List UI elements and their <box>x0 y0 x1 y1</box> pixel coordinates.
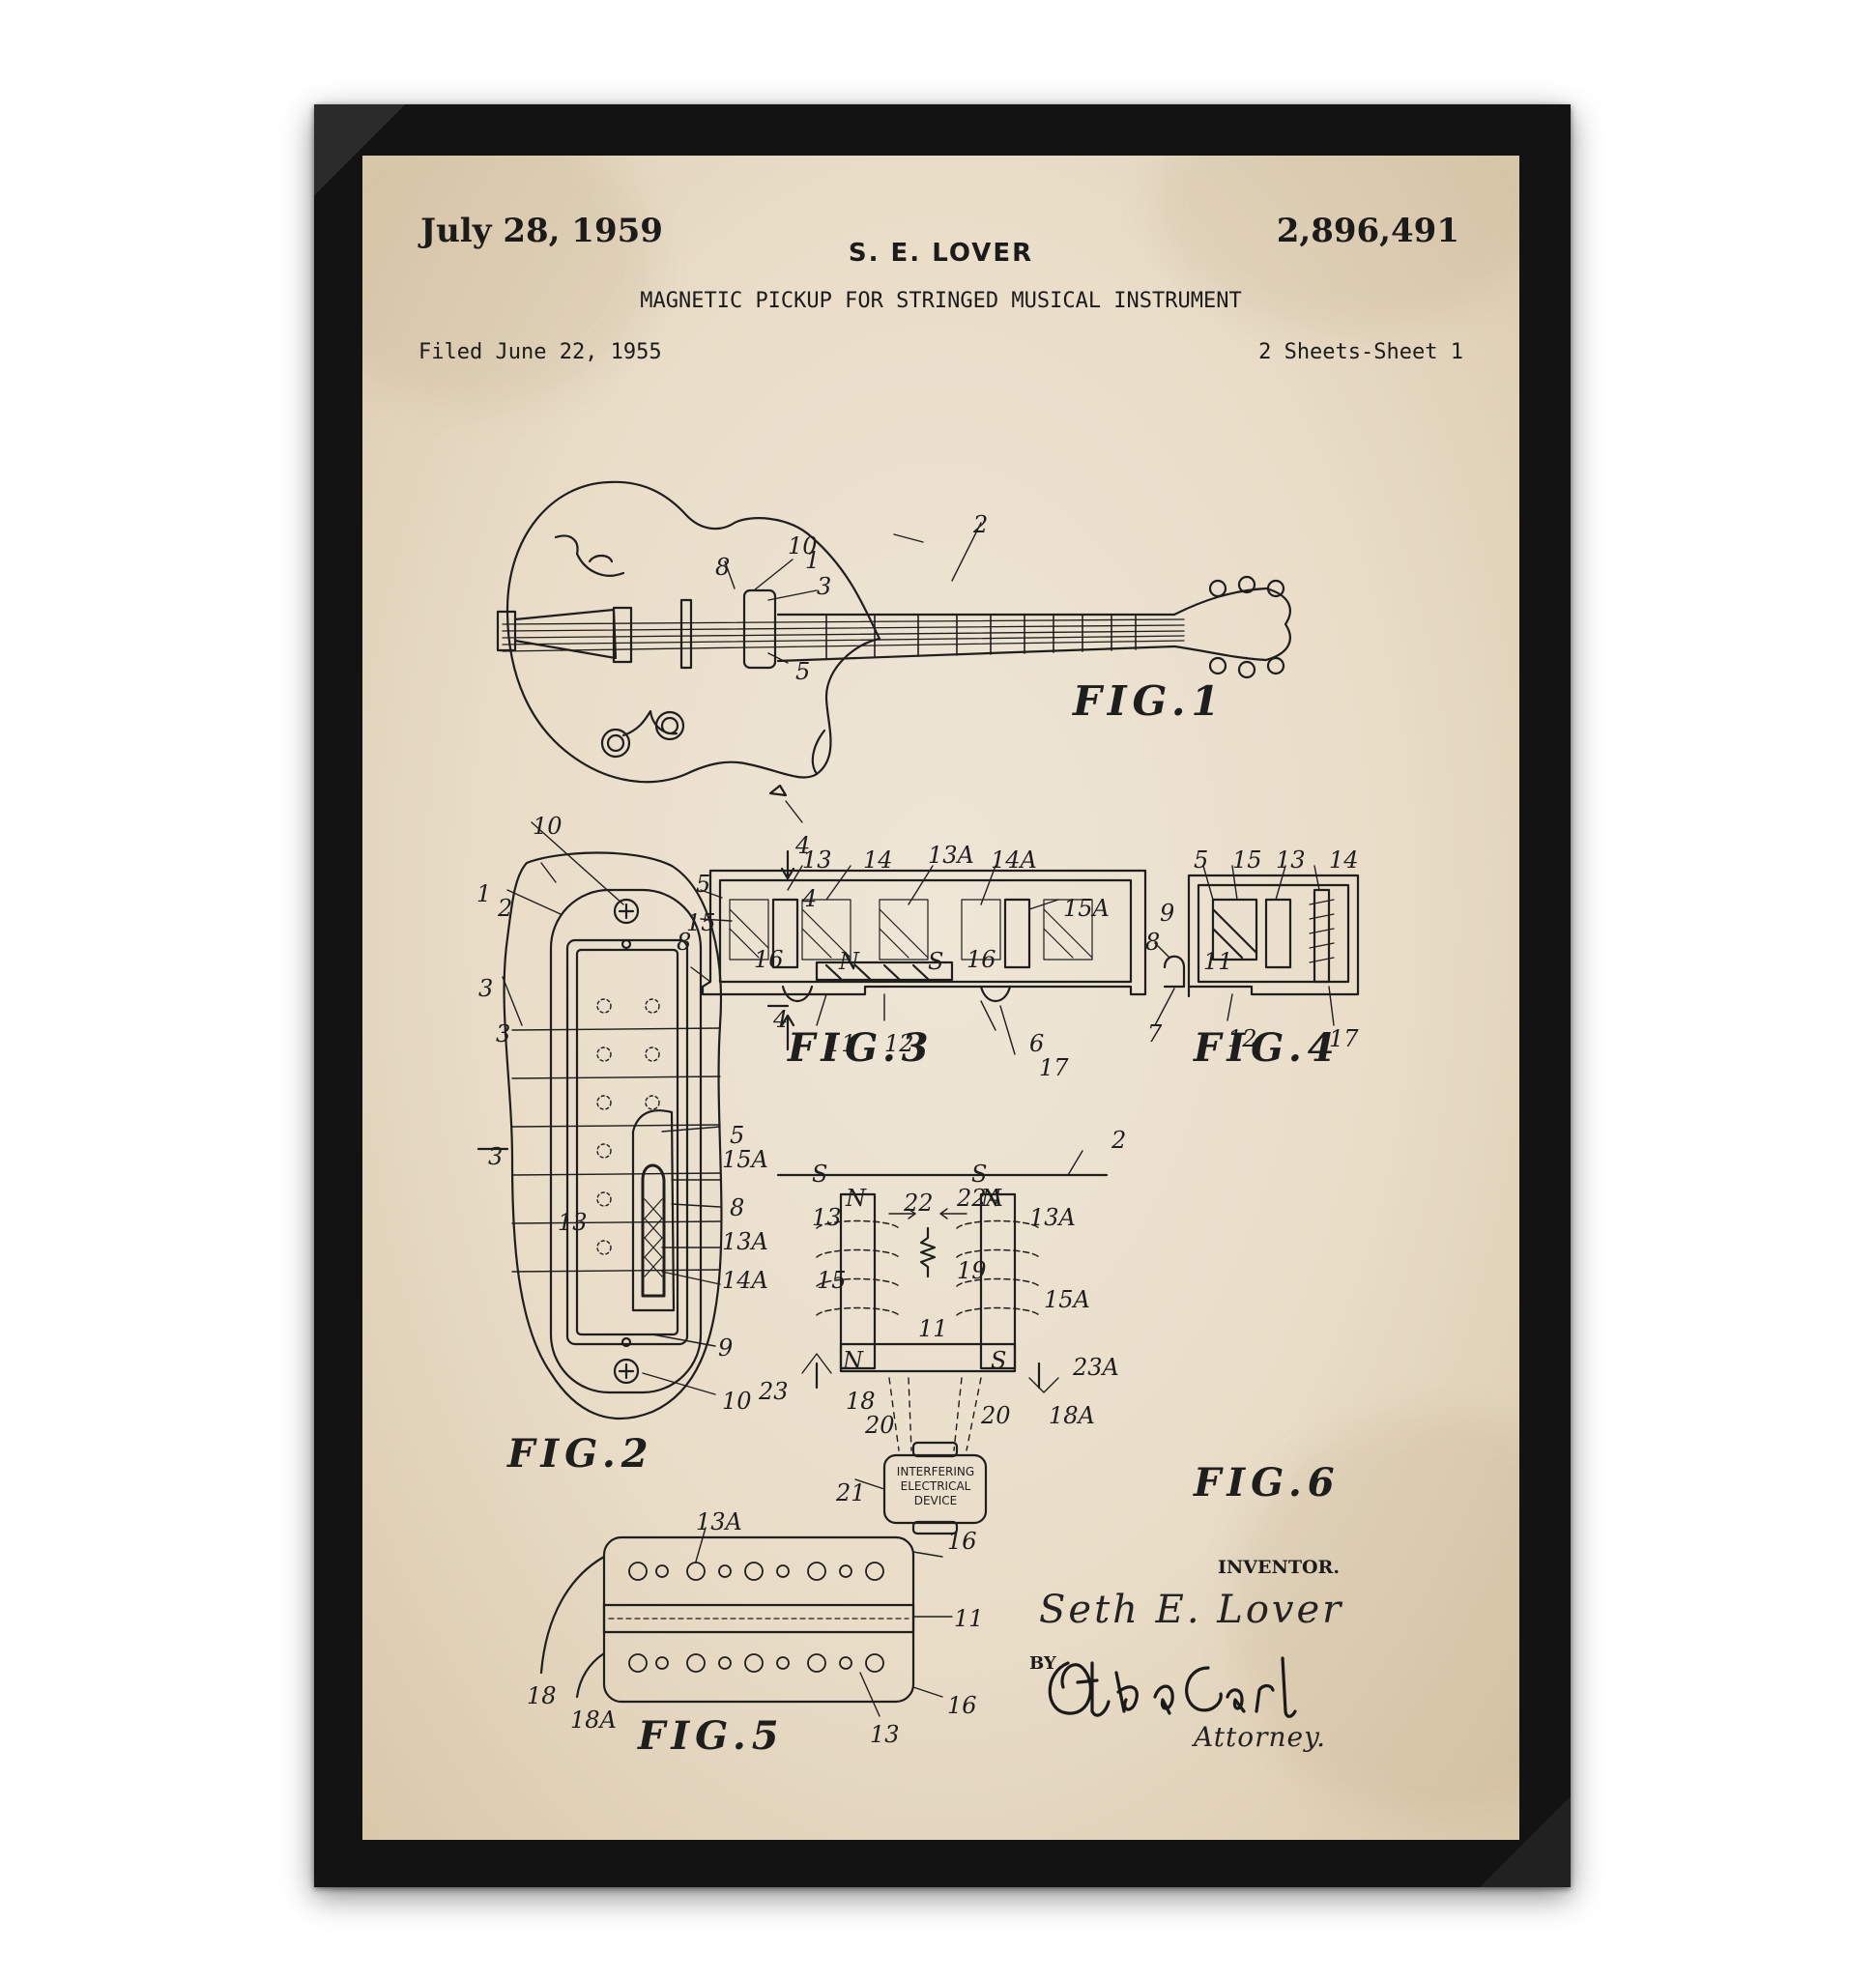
reference-numeral: 8 <box>715 554 730 581</box>
reference-numeral: 23A <box>1073 1354 1119 1381</box>
fig6-caption: FIG.6 <box>1194 1460 1341 1506</box>
reference-numeral: 17 <box>1039 1054 1069 1081</box>
reference-numeral: S <box>971 1161 987 1188</box>
reference-numeral: 10 <box>533 813 563 840</box>
reference-numeral: 16 <box>967 946 996 973</box>
fig1-caption: FIG.1 <box>1073 677 1226 725</box>
reference-numeral: S <box>812 1161 827 1188</box>
reference-numeral: 15A <box>1044 1286 1090 1313</box>
reference-numeral: 11 <box>954 1605 984 1632</box>
reference-numeral: 8 <box>1145 929 1160 956</box>
reference-numeral: 10 <box>722 1388 752 1415</box>
reference-numeral: 5 <box>795 658 810 685</box>
reference-numeral: 16 <box>947 1692 977 1719</box>
reference-numeral: 12 <box>884 1030 914 1057</box>
reference-numeral: 21 <box>836 1479 866 1506</box>
reference-numeral: 13 <box>802 846 832 874</box>
device-label-line: DEVICE <box>887 1494 984 1508</box>
reference-numeral: 9 <box>1160 900 1174 927</box>
reference-numeral: 13 <box>558 1209 588 1236</box>
inventor-signature: Seth E. Lover <box>1039 1588 1343 1632</box>
reference-numeral: 3 <box>488 1143 503 1170</box>
reference-numeral: N <box>846 1185 866 1212</box>
reference-numeral: 3 <box>817 573 831 600</box>
reference-numeral: 5 <box>1194 846 1208 874</box>
attorney-signature <box>1039 1644 1329 1731</box>
fig1-guitar-drawing <box>498 482 1290 822</box>
reference-numeral: 18A <box>570 1707 617 1734</box>
reference-numeral: 2 <box>498 895 512 922</box>
reference-numeral: 5 <box>696 871 710 898</box>
reference-numeral: 15A <box>722 1146 768 1173</box>
fig2-caption: FIG.2 <box>507 1431 654 1477</box>
reference-numeral: 14 <box>863 846 893 874</box>
reference-numeral: 19 <box>957 1257 987 1284</box>
reference-numeral: 9 <box>718 1334 733 1362</box>
reference-numeral: 5 <box>730 1122 744 1149</box>
fig4-caption: FIG.4 <box>1194 1025 1341 1071</box>
reference-numeral: 16 <box>754 946 784 973</box>
reference-numeral: 13A <box>722 1228 768 1255</box>
inventor-label: INVENTOR. <box>1218 1557 1340 1578</box>
reference-numeral: 20 <box>865 1412 895 1439</box>
reference-numeral: 15 <box>686 909 716 936</box>
reference-numeral: 15 <box>817 1267 847 1294</box>
device-label-line: INTERFERING <box>887 1465 984 1479</box>
reference-numeral: 13A <box>696 1508 742 1535</box>
reference-numeral: 4 <box>802 885 817 912</box>
reference-numeral: 15 <box>1232 846 1262 874</box>
reference-numeral: 14A <box>991 846 1037 874</box>
reference-numeral: 2 <box>973 511 988 538</box>
reference-numeral: 11 <box>918 1315 948 1342</box>
reference-numeral: 7 <box>1147 1020 1162 1047</box>
reference-numeral: N <box>981 1185 1001 1212</box>
patent-sheet: July 28, 1959 S. E. LOVER 2,896,491 MAGN… <box>362 156 1519 1840</box>
fig5-pickup-drawing <box>541 1528 952 1716</box>
reference-numeral: 22 <box>904 1190 934 1217</box>
reference-numeral: S <box>991 1347 1006 1374</box>
reference-numeral: 14 <box>1329 846 1359 874</box>
reference-numeral: 23 <box>759 1378 789 1405</box>
reference-numeral: 13 <box>812 1204 842 1231</box>
reference-numeral: 11 <box>826 1030 856 1057</box>
fig5-caption: FIG.5 <box>638 1713 785 1759</box>
attorney-label: Attorney. <box>1194 1721 1326 1753</box>
reference-numeral: 6 <box>1029 1030 1044 1057</box>
device-label-line: ELECTRICAL <box>887 1479 984 1494</box>
reference-numeral: 14A <box>722 1267 768 1294</box>
reference-numeral: 20 <box>981 1402 1011 1429</box>
reference-numeral: 18 <box>527 1682 557 1709</box>
reference-numeral: 1 <box>476 880 491 907</box>
reference-numeral: 8 <box>730 1194 744 1221</box>
reference-numeral: 4 <box>773 1006 788 1033</box>
reference-numeral: 3 <box>478 975 493 1002</box>
reference-numeral: 13 <box>870 1721 900 1748</box>
reference-numeral: 10 <box>788 532 818 559</box>
patent-drawings <box>362 156 1519 1840</box>
reference-numeral: 2 <box>1111 1127 1126 1154</box>
reference-numeral: N <box>843 1347 863 1374</box>
reference-numeral: N <box>839 948 859 975</box>
reference-numeral: S <box>928 948 943 975</box>
reference-numeral: 15A <box>1063 895 1110 922</box>
reference-numeral: 18 <box>846 1388 876 1415</box>
reference-numeral: 12 <box>1227 1025 1257 1052</box>
reference-numeral: 13A <box>928 842 974 869</box>
reference-numeral: 3 <box>496 1020 510 1047</box>
reference-numeral: 11 <box>1203 948 1233 975</box>
reference-numeral: 18A <box>1049 1402 1095 1429</box>
reference-numeral: 13 <box>1276 846 1306 874</box>
reference-numeral: 16 <box>947 1528 977 1555</box>
fig6-device-label: INTERFERING ELECTRICAL DEVICE <box>887 1465 984 1508</box>
reference-numeral: 17 <box>1329 1025 1359 1052</box>
reference-numeral: 13A <box>1029 1204 1076 1231</box>
fig4-section-drawing <box>1155 866 1358 1025</box>
fig2-pickup-drawing <box>478 822 794 1419</box>
